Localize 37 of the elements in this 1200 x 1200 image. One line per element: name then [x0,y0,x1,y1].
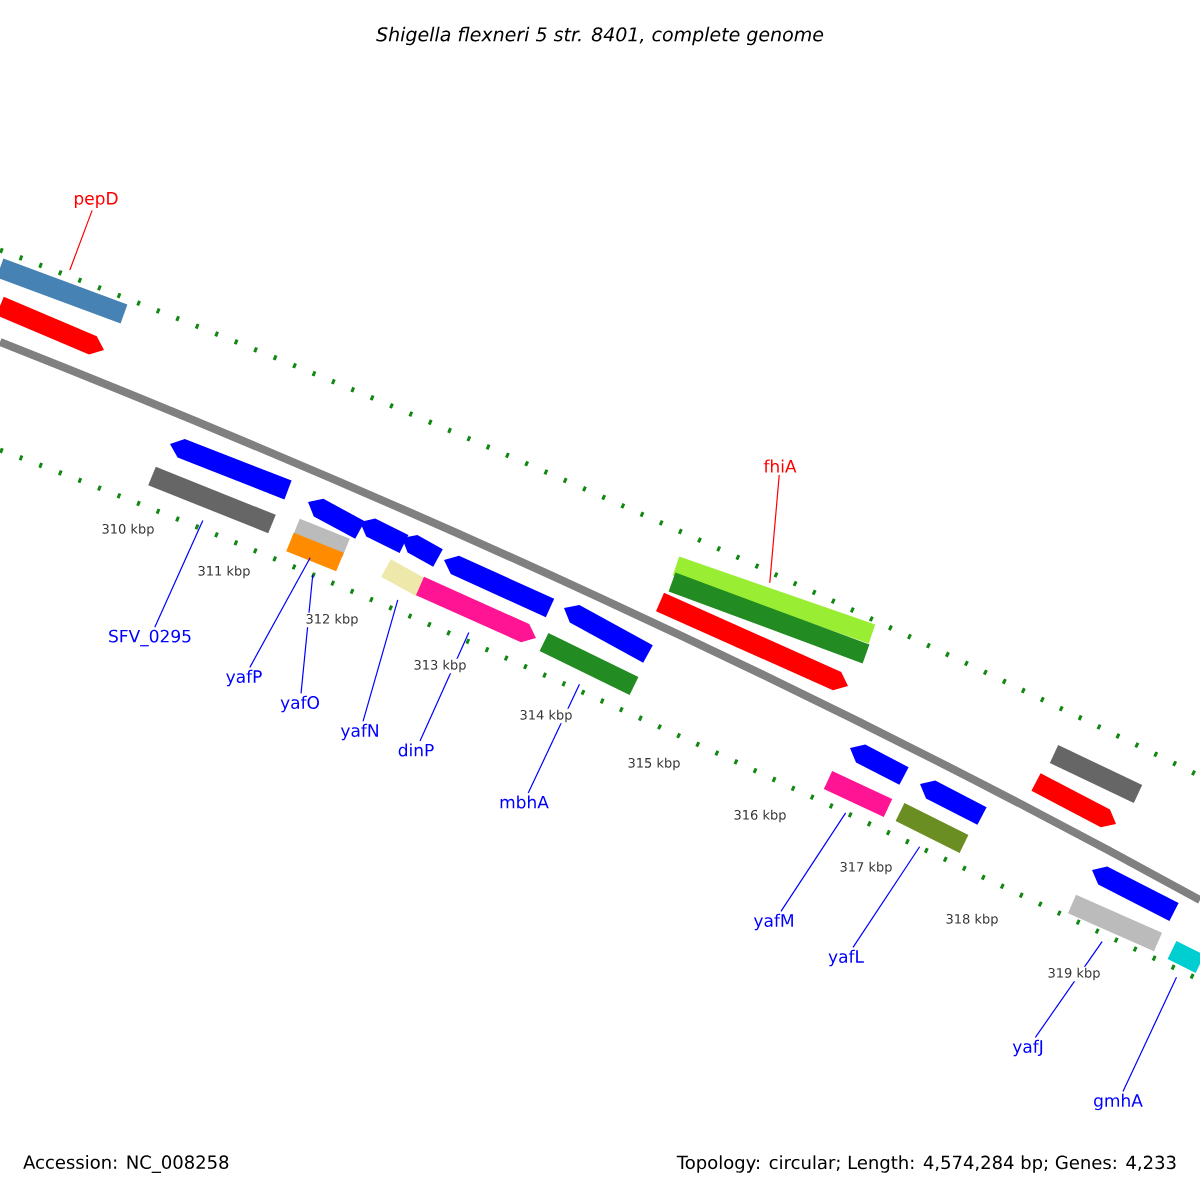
gene-bar [0,258,128,324]
gene-label: SFV_0295 [109,629,191,647]
gene-label: gmhA [1094,1093,1143,1111]
gene-bar [656,556,876,691]
gene-label: yafP [226,669,262,687]
gene-bar [823,771,893,817]
summary-text: Topology: circular; Length: 4,574,284 bp; Genes: 4,233 [676,1155,1176,1173]
gene-bar [286,532,344,572]
gene-bar [1068,894,1162,952]
leader-line [1122,976,1178,1092]
leader-line [1034,940,1103,1038]
leader-line [852,846,921,948]
title: Shigella flexneri 5 str. 8401, complete genome [376,26,824,46]
leader-line [769,474,780,584]
gene-bar [895,803,969,853]
leader-line [154,519,204,628]
gene-bar [381,559,427,597]
gene-bar [1167,941,1200,973]
leader-line [249,557,311,668]
leader-line [527,683,581,794]
leader-line [69,209,93,271]
gene-label: yafN [340,723,378,741]
leader-line [780,812,847,912]
gene-bar [539,633,639,695]
gene-label: yafJ [1012,1039,1043,1057]
gene-label: yafL [828,949,864,967]
gene-label: yafM [753,913,793,931]
leader-line [300,574,314,694]
leader-line [419,631,470,742]
gene-label: yafO [280,695,319,713]
gene-label: pepD [74,192,118,208]
gene-label: dinP [398,743,434,757]
gene-label: mbhA [500,795,549,809]
gene-label: fhiA [763,459,797,473]
leader-line [362,599,399,722]
accession-text: Accession: NC_008258 [23,1155,229,1173]
gene-bar [416,576,536,643]
